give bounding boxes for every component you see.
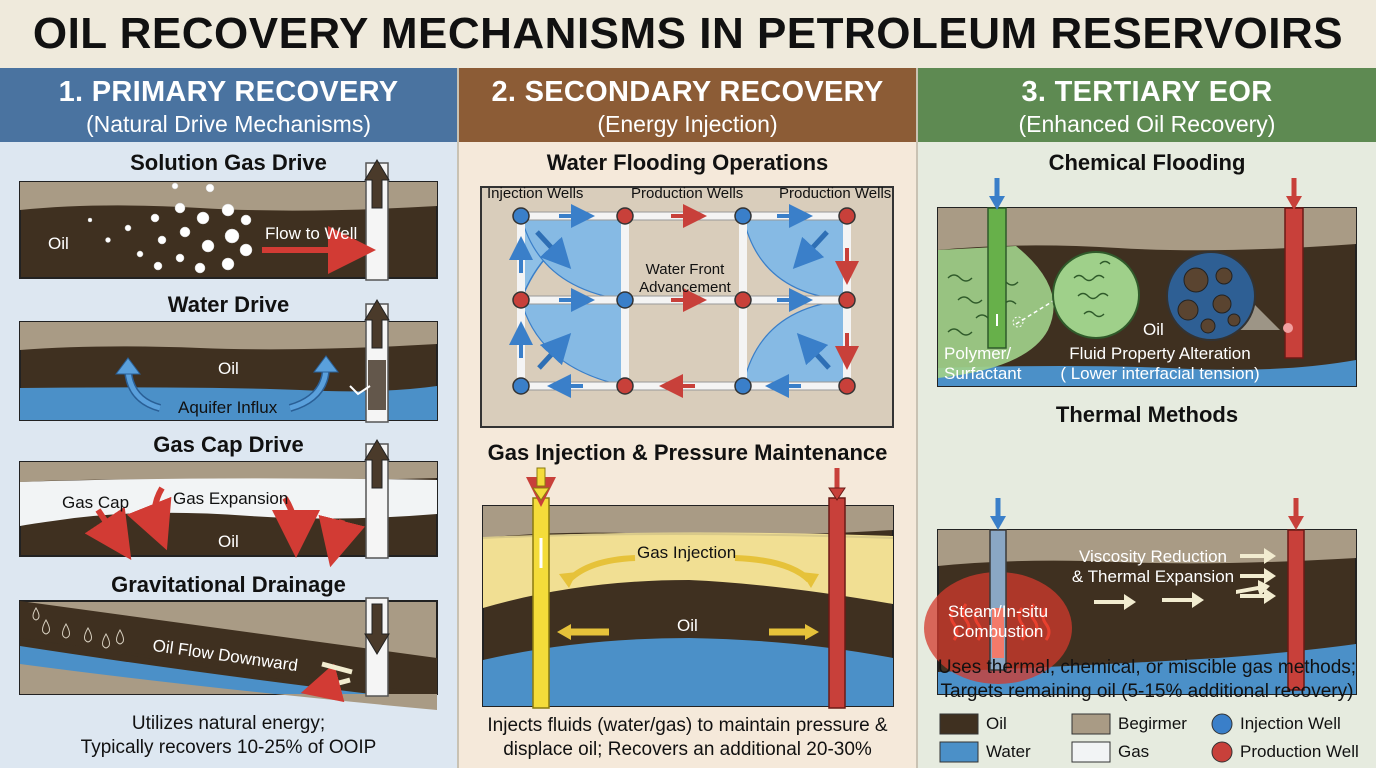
- thermal-methods-diagram: [924, 498, 1357, 695]
- alteration-line1: Fluid Property Alteration: [1069, 344, 1251, 363]
- gas-cap-label: Gas Cap: [62, 493, 130, 512]
- gas-injection-title: Gas Injection & Pressure Maintenance: [487, 440, 888, 465]
- legend-injection-well: Injection Well: [1240, 714, 1341, 733]
- water-drive-oil-label: Oil: [218, 359, 239, 378]
- water-front-line2: Advancement: [639, 279, 731, 296]
- chemical-oil-label: Oil: [1143, 320, 1164, 339]
- tertiary-header: 3. TERTIARY EOR (Enhanced Oil Recovery): [918, 68, 1376, 142]
- page-title: OIL RECOVERY MECHANISMS IN PETROLEUM RES…: [0, 0, 1376, 68]
- legend-water: Water: [986, 742, 1031, 761]
- gravity-drainage-diagram: [19, 597, 438, 710]
- primary-footer: Utilizes natural energy; Typically recov…: [0, 712, 457, 760]
- effect-line2: & Thermal Expansion: [1071, 567, 1235, 586]
- primary-recovery-panel: 1. PRIMARY RECOVERY (Natural Drive Mecha…: [0, 68, 457, 768]
- steam-line2: Combustion: [952, 622, 1044, 641]
- legend-oil: Oil: [986, 714, 1007, 733]
- effect-line1: Viscosity Reduction: [1078, 547, 1228, 566]
- heat-waves: [949, 603, 1051, 641]
- tertiary-eor-panel: 3. TERTIARY EOR (Enhanced Oil Recovery): [918, 68, 1376, 768]
- chemical-flooding-title: Chemical Flooding: [1048, 150, 1246, 175]
- polymer-surfactant-label: Polymer/ Surfactant: [944, 344, 1022, 384]
- tertiary-footer-line1: Uses thermal, chemical, or miscible gas …: [937, 657, 1357, 678]
- gas-cap-oil-label: Oil: [218, 532, 239, 551]
- water-drive-title: Water Drive: [167, 292, 290, 317]
- legend-production-well: Production Well: [1240, 742, 1359, 761]
- tertiary-diagrams: [924, 178, 1357, 763]
- gas-injection-oil-label: Oil: [677, 616, 698, 635]
- primary-heading: 1. PRIMARY RECOVERY: [58, 76, 399, 108]
- legend-rock: Begirmer: [1118, 714, 1187, 733]
- gas-expansion-label: Gas Expansion: [173, 489, 289, 508]
- water-front-line1: Water Front: [645, 261, 725, 278]
- primary-footer-line2: Typically recovers 10-25% of OOIP: [80, 737, 377, 758]
- primary-diagrams: [19, 159, 438, 710]
- thermal-arrows: [1094, 548, 1276, 610]
- tertiary-heading: 3. TERTIARY EOR: [1021, 76, 1273, 108]
- gas-cap-title: Gas Cap Drive: [153, 432, 304, 457]
- injection-wells-label: Injection Wells: [487, 185, 584, 202]
- water-flooding-title: Water Flooding Operations: [546, 150, 829, 175]
- secondary-recovery-panel: 2. SECONDARY RECOVERY (Energy Injection): [459, 68, 916, 768]
- secondary-subheading: (Energy Injection): [597, 111, 778, 137]
- tertiary-footer: Uses thermal, chemical, or miscible gas …: [918, 656, 1376, 704]
- secondary-footer-line2: displace oil; Recovers an additional 20-…: [503, 739, 872, 760]
- primary-footer-line1: Utilizes natural energy;: [131, 713, 326, 734]
- water-front-label: Water Front Advancement: [635, 261, 735, 297]
- gas-cap-diagram: [19, 439, 438, 568]
- primary-header: 1. PRIMARY RECOVERY (Natural Drive Mecha…: [0, 68, 457, 142]
- legend-gas: Gas: [1118, 742, 1150, 761]
- production-wells-label-1: Production Wells: [631, 185, 744, 202]
- fluid-alteration-label: Fluid Property Alteration ( Lower interf…: [1060, 344, 1260, 384]
- steam-combustion-label: Steam/In-situ Combustion: [942, 602, 1054, 642]
- water-flooding-diagram: [480, 186, 894, 428]
- secondary-footer-line1: Injects fluids (water/gas) to maintain p…: [487, 715, 888, 736]
- gas-injection-label: Gas Injection: [637, 543, 737, 562]
- secondary-heading: 2. SECONDARY RECOVERY: [491, 76, 884, 108]
- alteration-line2: ( Lower interfacial tension): [1060, 364, 1260, 383]
- viscosity-reduction-label: Viscosity Reduction & Thermal Expansion: [1068, 547, 1238, 587]
- secondary-header: 2. SECONDARY RECOVERY (Energy Injection): [459, 68, 916, 142]
- chemical-flooding-diagram: [937, 178, 1357, 387]
- thermal-methods-title: Thermal Methods: [1055, 402, 1239, 427]
- tertiary-footer-line2: Targets remaining oil (5-15% additional …: [940, 681, 1354, 702]
- gas-bubbles: [87, 182, 253, 274]
- column-divider-1: [457, 68, 459, 768]
- polymer-line1: Polymer/: [944, 344, 1012, 363]
- aquifer-influx-label: Aquifer Influx: [178, 398, 278, 417]
- solution-gas-oil-label: Oil: [48, 234, 69, 253]
- tertiary-subheading: (Enhanced Oil Recovery): [1018, 111, 1276, 137]
- secondary-diagrams: [480, 186, 894, 709]
- polymer-line2: Surfactant: [944, 364, 1022, 383]
- legend-swatches: [939, 713, 1233, 763]
- primary-subheading: (Natural Drive Mechanisms): [85, 111, 371, 137]
- secondary-footer: Injects fluids (water/gas) to maintain p…: [459, 714, 916, 762]
- production-wells-label-2: Production Wells: [779, 185, 892, 202]
- water-drive-diagram: [19, 299, 438, 423]
- flow-to-well-label: Flow to Well: [265, 224, 358, 243]
- gas-injection-diagram: [482, 467, 894, 709]
- solution-gas-title: Solution Gas Drive: [130, 150, 327, 175]
- steam-line1: Steam/In-situ: [947, 602, 1049, 621]
- column-divider-2: [916, 68, 918, 768]
- solution-gas-diagram: [19, 159, 438, 281]
- oil-droplets: [32, 607, 124, 649]
- gravity-drainage-title: Gravitational Drainage: [111, 572, 346, 597]
